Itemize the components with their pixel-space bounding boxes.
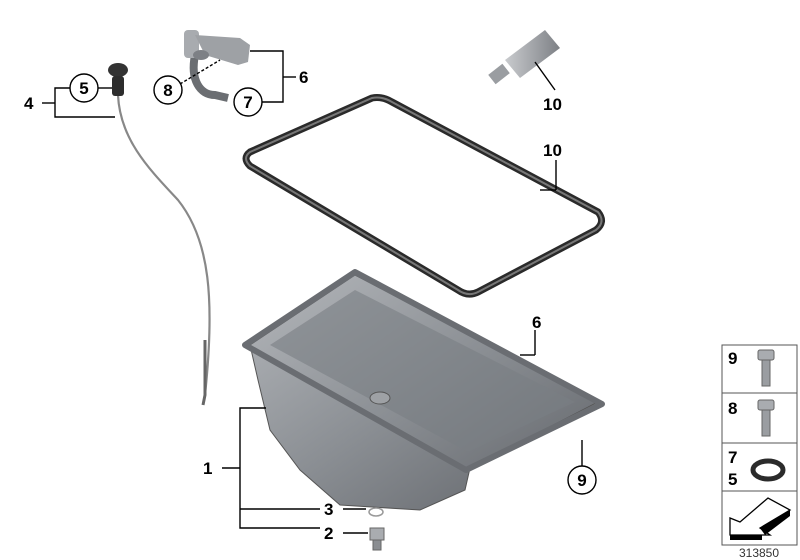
callout-circle-5 bbox=[69, 73, 99, 103]
legend-label-8: 8 bbox=[728, 399, 737, 418]
callout-1: 1 bbox=[203, 459, 212, 478]
hex-flange-bolt-short-icon bbox=[757, 399, 775, 437]
callout-circle-7 bbox=[233, 87, 263, 117]
legend-label-9: 9 bbox=[728, 349, 737, 368]
legend-label-7: 7 bbox=[728, 448, 737, 467]
callout-7: 7 bbox=[243, 93, 252, 112]
oil-pan bbox=[242, 269, 605, 511]
callout-6-pan: 6 bbox=[532, 313, 541, 332]
legend-panel: 9 8 7 5 bbox=[721, 344, 798, 546]
callout-8: 8 bbox=[163, 81, 172, 100]
dipstick bbox=[108, 63, 211, 406]
reference-number: 313850 bbox=[739, 546, 779, 560]
callout-6-top: 6 bbox=[299, 68, 308, 87]
callout-9: 9 bbox=[577, 471, 586, 490]
drain-plug bbox=[369, 527, 385, 551]
callout-2: 2 bbox=[324, 524, 333, 543]
legend-label-5: 5 bbox=[728, 470, 737, 489]
callout-circle-9 bbox=[567, 465, 597, 495]
o-ring-icon bbox=[750, 458, 786, 482]
drain-seal-ring bbox=[368, 507, 384, 517]
oil-pipe bbox=[184, 30, 250, 102]
gasket bbox=[242, 94, 605, 298]
arrow-left-down-icon bbox=[729, 497, 792, 540]
sealant-tube bbox=[488, 30, 560, 85]
callout-4: 4 bbox=[24, 94, 34, 113]
callout-circle-8 bbox=[153, 75, 183, 105]
callout-3: 3 bbox=[324, 500, 333, 519]
callout-10-tube: 10 bbox=[543, 95, 562, 114]
callout-10-gasket: 10 bbox=[543, 141, 562, 160]
callout-5: 5 bbox=[79, 79, 88, 98]
hex-flange-bolt-long-icon bbox=[757, 349, 775, 387]
